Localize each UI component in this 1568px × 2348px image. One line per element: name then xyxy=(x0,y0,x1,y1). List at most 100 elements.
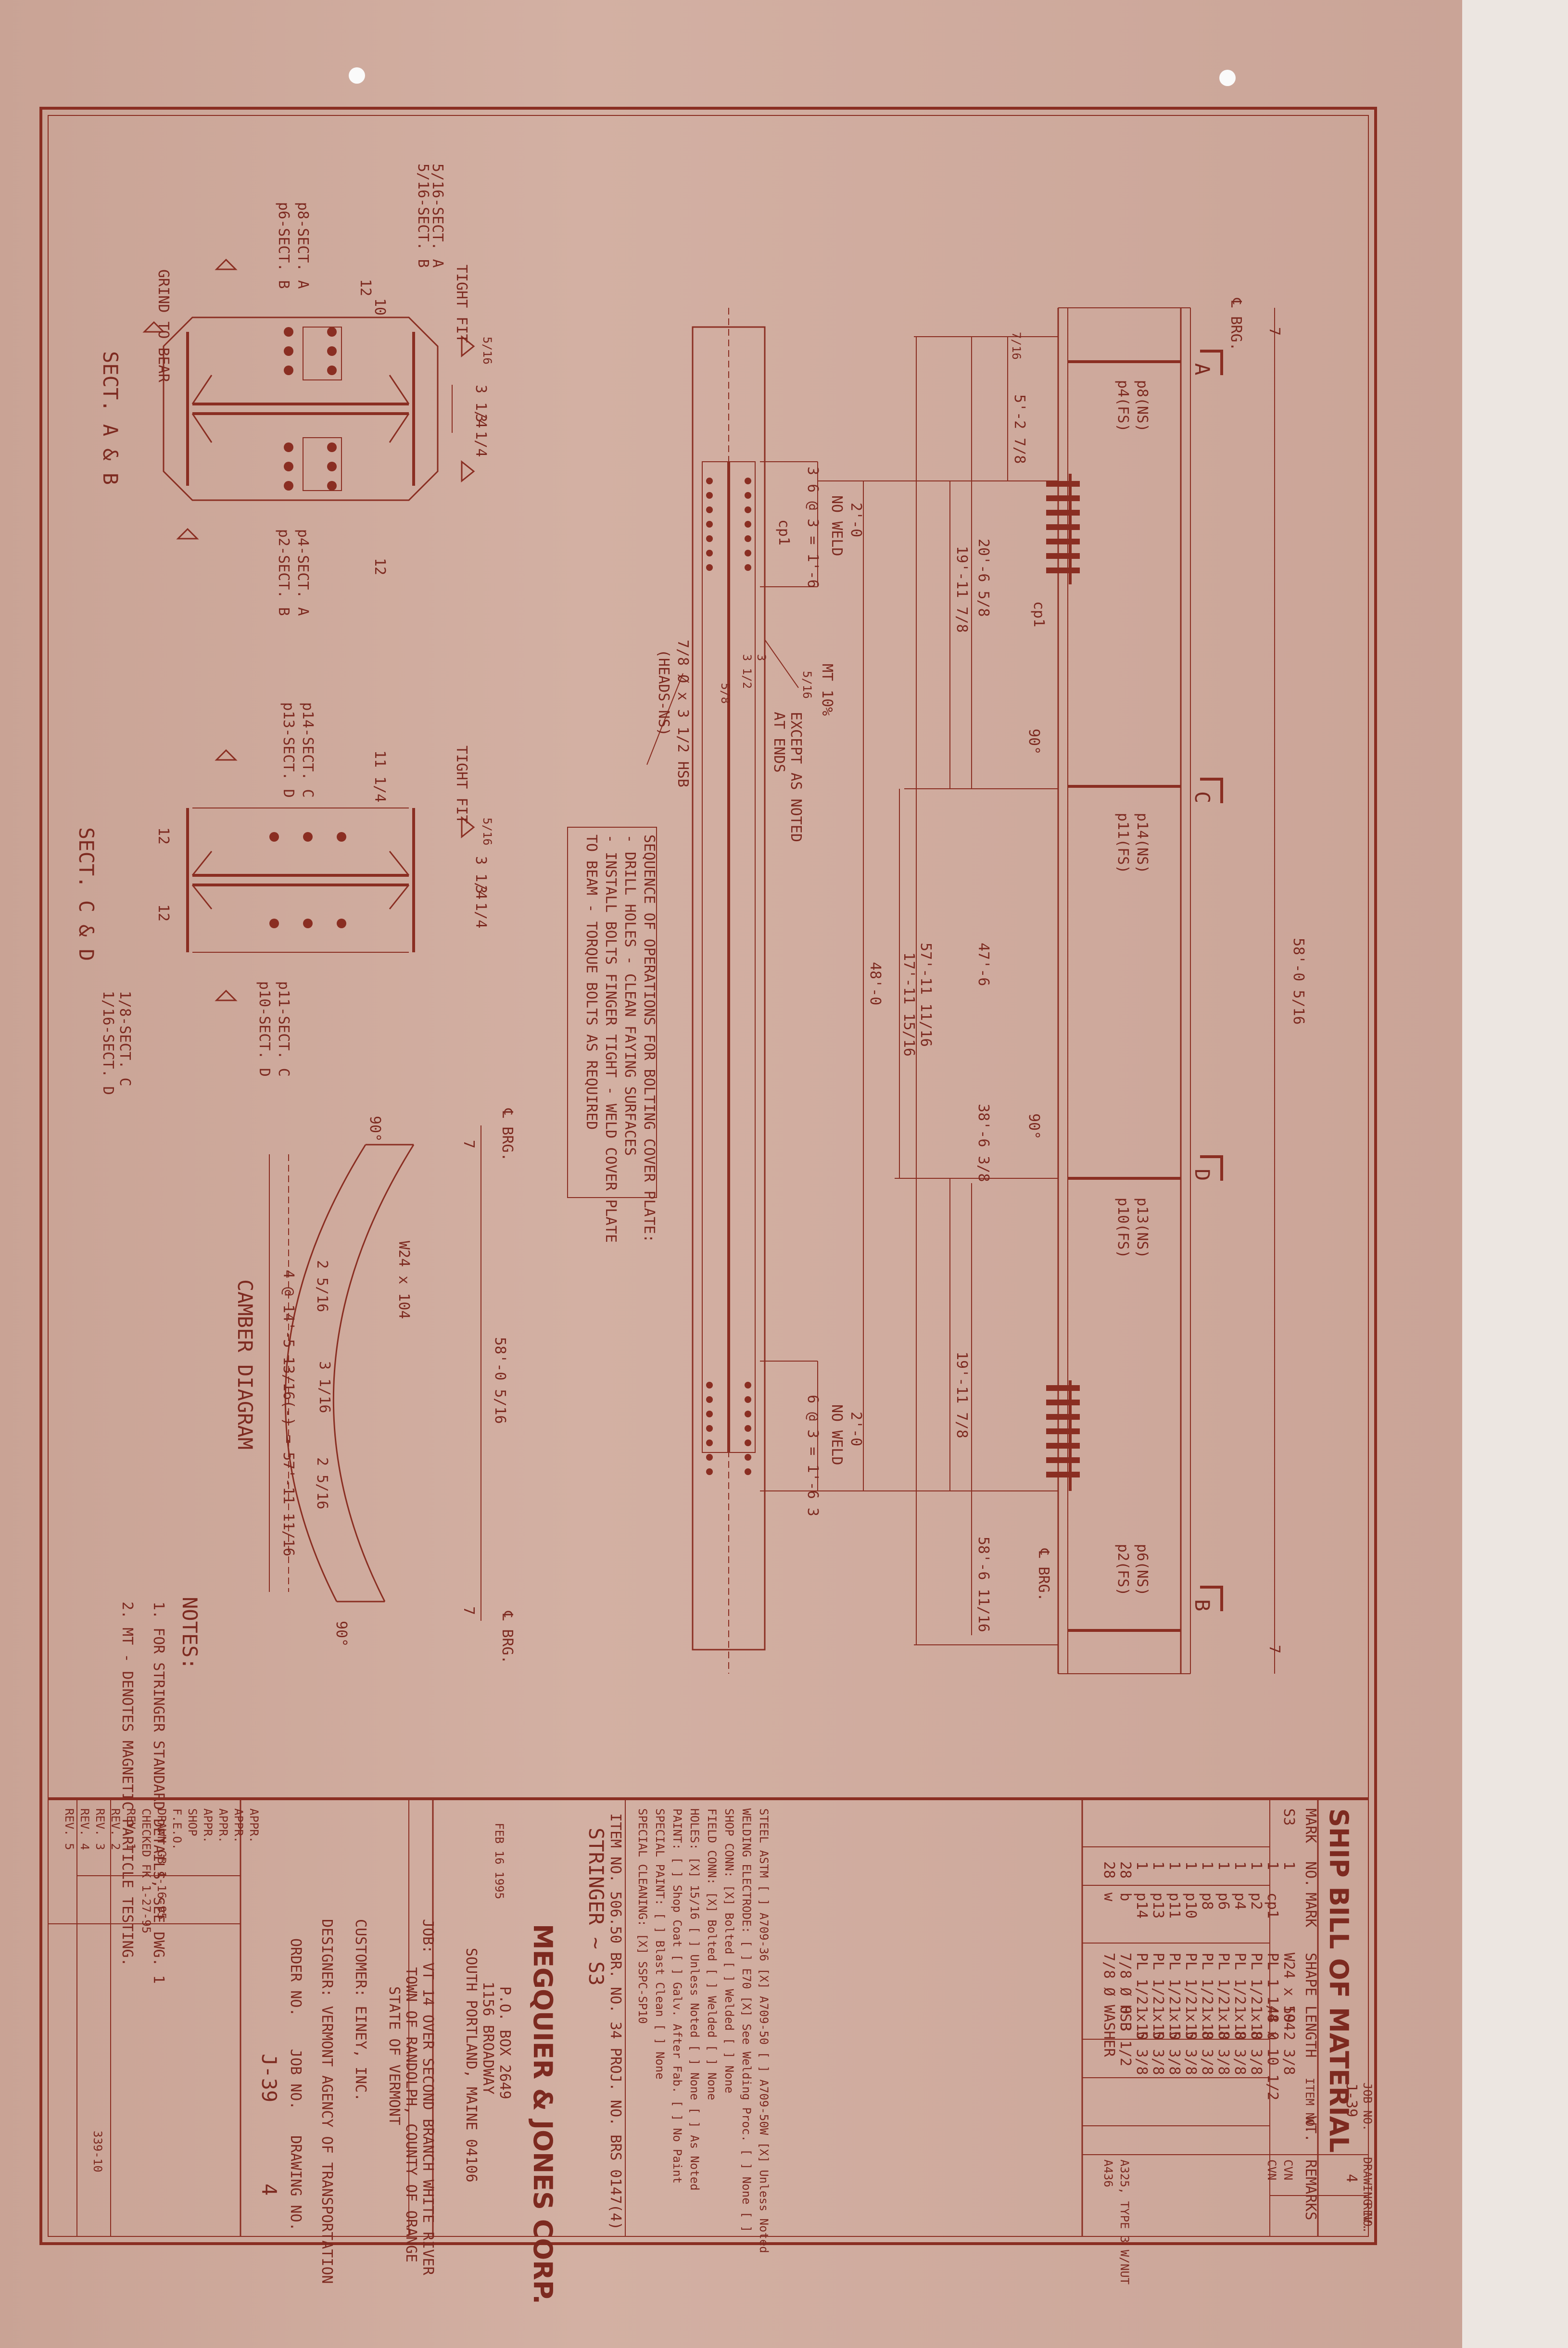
no-weld-dim-top: 2'-0 xyxy=(847,503,864,537)
end-dim-bottom: 7 xyxy=(1266,1645,1283,1654)
designer-line: DESIGNER: VERMONT AGENCY OF TRANSPORTATI… xyxy=(318,1919,335,2284)
bom-cell: 1 10 3/8 xyxy=(1199,2006,1215,2075)
note-2: 2. MT - DENOTES MAGNETIC PARTICLE TESTIN… xyxy=(119,1602,136,1967)
job-no-label-bottom: JOB NO. xyxy=(287,2049,304,2109)
bom-drawing-no: 4 xyxy=(1343,2174,1360,2183)
bom-cell: b xyxy=(1117,1893,1134,1901)
bom-cell: PL 1/2 x 5 xyxy=(1133,1953,1150,2040)
bom-cell: S3 xyxy=(1280,1808,1297,1826)
bom-header-no: NO. xyxy=(1302,1861,1319,1887)
spec-line: STEEL ASTM [ ] A709-36 [X] A709-50 [ ] A… xyxy=(757,1808,771,2253)
camber-brg-bottom: ℄ BRG. xyxy=(499,1611,516,1664)
spec-line: SPECIAL PAINT: [ ] Blast Clean [ ] None xyxy=(653,1808,667,2080)
no-weld-label-bottom: NO WELD xyxy=(828,1404,845,1465)
job-line-2: TOWN OF RANDOLPH, COUNTY OF ORANGE xyxy=(403,1967,419,2262)
bom-cell: p14 xyxy=(1133,1893,1150,1919)
stiffener-label-b-ns: p6(NS) xyxy=(1134,1544,1151,1596)
sect-ab-title: SECT. A & B xyxy=(99,351,122,485)
bom-cell: 28 xyxy=(1100,1861,1117,1879)
bom-header-mark: MARK xyxy=(1302,1808,1319,1843)
bom-cell: PL 1/2 x 5 xyxy=(1182,1953,1199,2040)
camber-brg-top: ℄ BRG. xyxy=(499,1108,516,1161)
bom-header-item: ITEM NO. xyxy=(1303,2078,1316,2133)
bolt-spacing-top: 3 6 @ 3 = 1'-6 xyxy=(804,467,821,588)
weld-note-ends: AT ENDS xyxy=(771,712,787,772)
revision-row: CHECKED FK 1-27-95 xyxy=(139,1808,153,1933)
bom-cell: 7/8 Ø HSB xyxy=(1117,1953,1134,2031)
company-name: MEGQUIER & JONES CORP. xyxy=(528,1924,558,2304)
spec-line: HOLES: [X] 15/16 [ ] Unless Noted [ ] No… xyxy=(688,1808,701,2191)
plan-bolts-bottom xyxy=(706,1382,751,1475)
bolt-spacing-bottom: 6 @ 3 = 1'-6 3 xyxy=(804,1395,821,1516)
bom-job-no-label: JOB NO. xyxy=(1361,2083,1374,2131)
revision-row: REV. 4 xyxy=(78,1808,91,1850)
sect-ab-label-1: 5/16-SECT. A xyxy=(429,164,446,268)
bom-cell: 1 xyxy=(1199,1861,1215,1870)
no-weld-label-top: NO WELD xyxy=(828,495,845,556)
camber-angle-bottom: 90° xyxy=(333,1621,350,1647)
sect-ab-label-3: p8-SECT. A xyxy=(294,202,311,289)
bom-cell: 1 xyxy=(1264,1861,1281,1870)
brg-label-a: ℄ BRG. xyxy=(1227,298,1244,351)
sect-cd-title: SECT. C & D xyxy=(75,827,98,961)
dim-57-11: 57'-11 11/16 xyxy=(917,943,934,1047)
bom-cell: 1 10 3/8 xyxy=(1182,2006,1199,2075)
camber-beam: W24 x 104 xyxy=(395,1241,412,1319)
sect-cd-dim-2: 3 1/4 xyxy=(472,856,489,899)
bom-cell: 1 10 3/8 xyxy=(1133,2006,1150,2075)
bom-cell: A436 xyxy=(1101,2159,1115,2187)
small-dim-3: 3 xyxy=(755,654,768,661)
sect-ab-weld: 5/16 xyxy=(481,337,494,365)
drawing-no-bottom: 4 xyxy=(257,2184,281,2196)
item-line: ITEM NO. 506.50 BR. NO. 34 PROJ. NO. BRS… xyxy=(607,1813,624,2230)
drawing-no-label-bottom: DRAWING NO. xyxy=(287,2135,304,2231)
hsb-note: 7/8 Ø x 3 1/2 HSB xyxy=(674,640,691,787)
dim-19-11-bottom: 19'-11 7/8 xyxy=(953,1351,970,1439)
drawing-sheet: 58'-0 5/16 ℄ BRG. ℄ BRG. 7 7 A B C D p8(… xyxy=(0,0,1462,2348)
bom-cell: 1 xyxy=(1231,1861,1248,1870)
plan-view xyxy=(567,308,818,1674)
bom-cell: CVN xyxy=(1265,2159,1278,2180)
dim-47-6: 47'-6 xyxy=(975,943,992,986)
bom-header-remarks: REMARKS xyxy=(1302,2159,1319,2220)
bom-cell: 1 xyxy=(1182,1861,1199,1870)
sect-ab-dim-3: 12 xyxy=(357,279,374,296)
bom-cell: 28 xyxy=(1117,1861,1134,1879)
sect-cd-dim-4: 12 xyxy=(155,827,172,845)
order-label: ORDER NO. xyxy=(287,1938,304,2017)
sect-ab-tight-fit: TIGHT FIT xyxy=(453,265,470,343)
section-mark-c: C xyxy=(1190,791,1214,803)
bom-cell: PL 1/2 x 5 xyxy=(1166,1953,1183,2040)
dim-58-6: 58'-6 11/16 xyxy=(975,1537,992,1632)
form-number: 339-10 xyxy=(91,2131,104,2172)
section-mark-b: B xyxy=(1190,1599,1214,1611)
revision-row: APPR. xyxy=(216,1808,230,1843)
sect-ab-label-5: p4-SECT. A xyxy=(294,529,311,616)
bom-cell: 1 10 3/8 xyxy=(1215,2006,1232,2075)
angle-label-d: 90° xyxy=(1025,1113,1042,1139)
bom-header-shape: SHAPE xyxy=(1302,1953,1319,1996)
company-address-1: P.O. BOX 2649 xyxy=(496,1986,513,2099)
elevation-bolts-bottom xyxy=(1046,1380,1080,1491)
bom-title-bar: SHIP BILL OF MATERIAL xyxy=(1324,1808,1354,2153)
stiffener-label-a-fs: p4(FS) xyxy=(1114,380,1131,432)
job-no-bottom: J-39 xyxy=(257,2054,281,2102)
weld-note-except: EXCEPT AS NOTED xyxy=(787,712,804,842)
camber-overall: 58'-0 5/16 xyxy=(492,1337,508,1424)
sect-ab-label-4: p6-SECT. B xyxy=(275,202,292,289)
sect-ab-dim-5: 12 xyxy=(371,558,388,575)
bom-cell: 1 xyxy=(1248,1861,1265,1870)
stiffener-label-b-fs: p2(FS) xyxy=(1114,1544,1131,1596)
stiffener-label-c-ns: p14(NS) xyxy=(1134,813,1151,873)
bom-header-mark2: MARK xyxy=(1302,1893,1319,1927)
dim-38-6: 38'-6 3/8 xyxy=(975,1104,992,1182)
sect-cd-label-2: p13-SECT. D xyxy=(280,702,297,798)
spec-line: SHOP CONN: [X] Bolted [ ] Welded [ ] Non… xyxy=(722,1808,736,2093)
sect-cd-label-6: 1/16-SECT. D xyxy=(100,991,116,1095)
sect-cd-dim-1: 11 1/4 xyxy=(371,750,388,802)
small-dim-3-half: 3 1/2 xyxy=(740,654,754,689)
stiffener-label-d-ns: p13(NS) xyxy=(1134,1198,1151,1258)
bom-cell: p6 xyxy=(1215,1893,1232,1910)
bom-cell: p11 xyxy=(1166,1893,1183,1919)
spec-line: FIELD CONN: [X] Bolted [ ] Welded [ ] No… xyxy=(705,1808,719,2100)
